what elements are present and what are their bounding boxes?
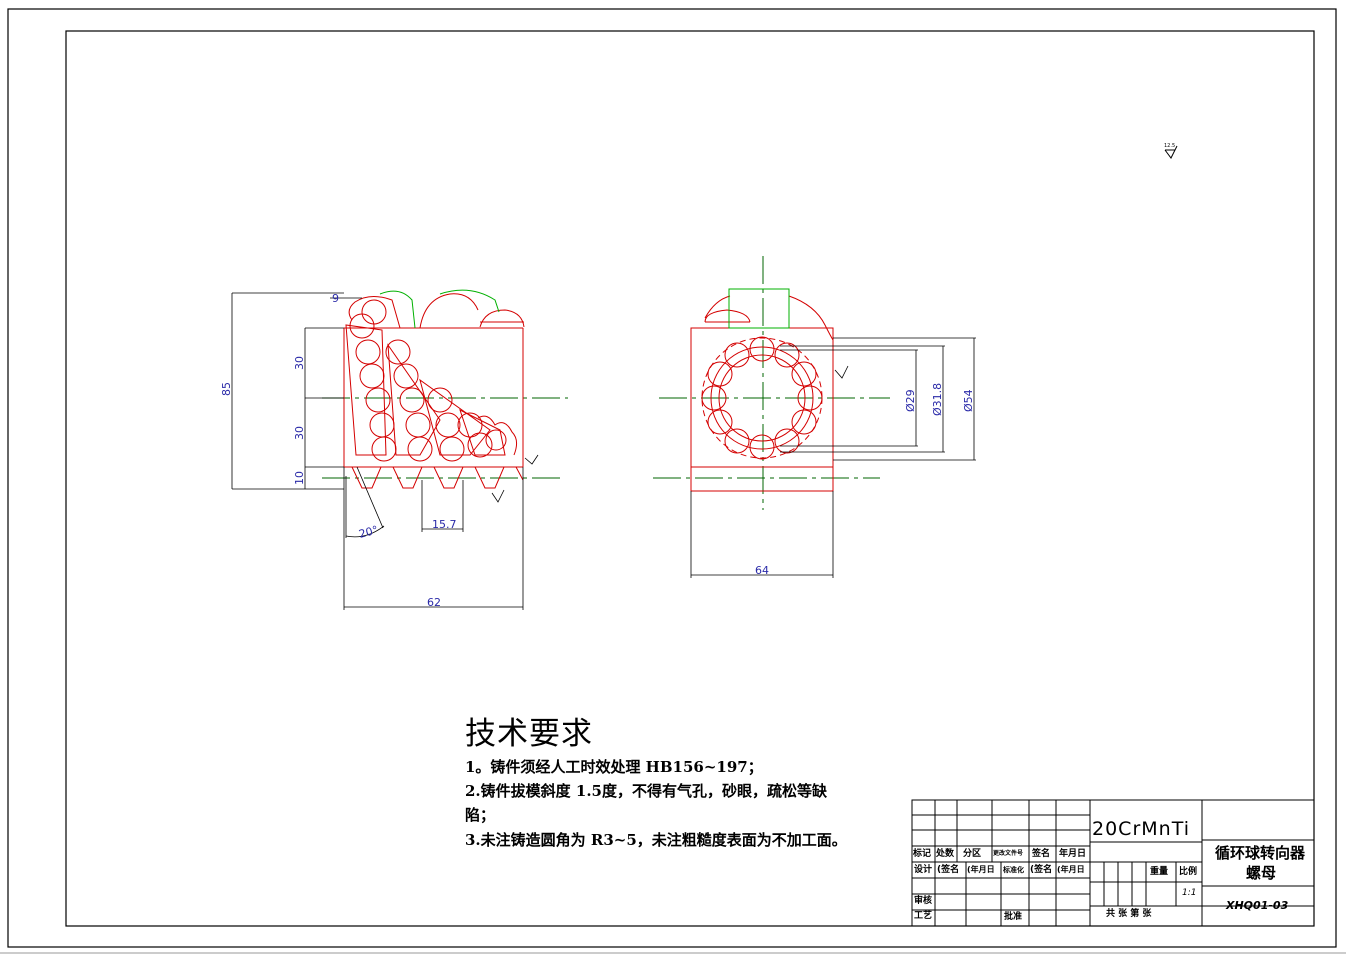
dim-segment-lower: 10 (293, 471, 306, 485)
tb-part-name-line1: 循环球转向器 (1215, 844, 1306, 862)
tb-mark: 标记 (913, 849, 932, 859)
dim-segment-middle: 30 (293, 426, 306, 440)
tb-date-paren: (年月日 (967, 865, 995, 874)
dim-segment-upper: 30 (293, 356, 306, 370)
inner-border (65, 30, 1315, 927)
tb-sheets: 共 张 第 张 (1106, 909, 1152, 919)
dim-tooth-width: 15.7 (432, 518, 457, 531)
tb-date: 年月日 (1059, 849, 1087, 859)
left-view: 85 30 30 10 9 20° 15.7 62 (220, 289, 568, 610)
right-view: Ø29 Ø31.8 Ø54 64 (653, 256, 976, 578)
roughness-value-general: 12.5 (1164, 143, 1175, 149)
tb-sign: 签名 (1032, 849, 1051, 859)
tb-ratio: 比例 (1179, 867, 1198, 877)
dim-dia-54: Ø54 (962, 389, 975, 412)
roughness-symbol-general (1164, 145, 1178, 159)
tb-count: 处数 (936, 849, 955, 859)
tb-change-doc: 更改文件号 (993, 850, 1024, 857)
tb-zone: 分区 (963, 849, 982, 859)
tb-process: 工艺 (914, 911, 933, 921)
title-block (911, 799, 1315, 927)
tb-scale: 1:1 (1182, 888, 1197, 898)
dim-dia-29: Ø29 (904, 389, 917, 412)
dim-top-small: 9 (332, 292, 339, 305)
tb-sign-paren: (签名 (937, 865, 960, 875)
dim-right-width: 64 (755, 564, 769, 577)
dim-dia-31-8: Ø31.8 (931, 383, 944, 416)
tech-req-item-2-cont: 陷； (465, 806, 496, 824)
tb-weight: 重量 (1150, 867, 1169, 877)
tb-part-name-line2: 螺母 (1246, 864, 1277, 882)
tb-drawing-number: XHQ01-03 (1226, 899, 1289, 912)
tb-approve: 批准 (1004, 912, 1023, 922)
tb-material: 20CrMnTi (1092, 818, 1190, 840)
tb-sign-paren2: (签名 (1030, 865, 1053, 875)
tb-design: 设计 (914, 865, 933, 875)
tech-req-item-3: 3.未注铸造圆角为 R3~5，未注粗糙度表面为不加工面。 (465, 831, 847, 849)
dim-angle: 20° (357, 523, 379, 541)
tech-req-item-2: 2.铸件拔模斜度 1.5度，不得有气孔，砂眼，疏松等缺 (465, 782, 827, 800)
tb-date-paren2: (年月日 (1057, 865, 1085, 874)
dim-overall-height: 85 (220, 382, 233, 396)
tb-standardize: 标准化 (1003, 866, 1024, 874)
tech-req-title: 技术要求 (465, 716, 593, 752)
tech-req-item-1: 1。铸件须经人工时效处理 HB156~197； (465, 758, 763, 776)
dim-left-width: 62 (427, 596, 441, 609)
tb-review: 审核 (914, 896, 933, 906)
outer-border (7, 8, 1337, 948)
